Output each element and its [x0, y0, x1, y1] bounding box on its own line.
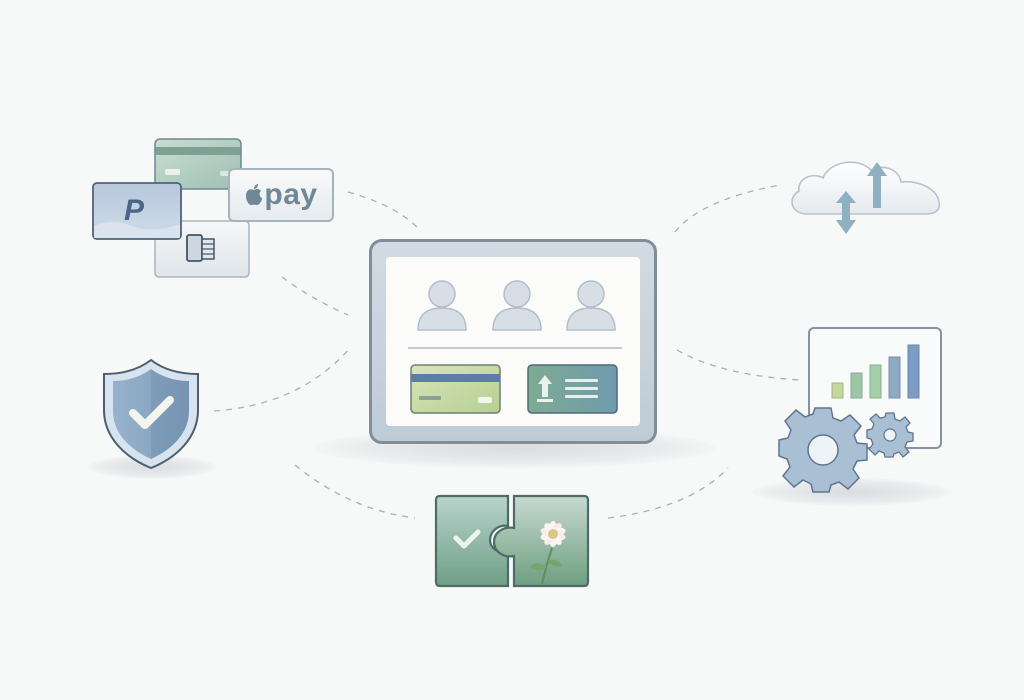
- apple-pay-label: pay: [264, 178, 318, 211]
- upload-list-panel-icon: [527, 364, 618, 414]
- connector-shield: [213, 347, 351, 412]
- paypal-card-icon: P: [92, 182, 182, 240]
- user-avatar-icon: [566, 280, 616, 331]
- apple-pay-card: pay: [228, 168, 334, 222]
- connector-payment: [347, 191, 419, 229]
- connector-puzzle-left: [294, 464, 416, 519]
- connector-analytics: [676, 349, 801, 381]
- checkmark-icon: [453, 529, 481, 549]
- cloud-sync-icon: [791, 161, 941, 234]
- screen-divider: [408, 347, 622, 349]
- security-shield-icon: [103, 358, 199, 470]
- checkmark-icon: [129, 396, 174, 429]
- credit-card-icon: [154, 138, 242, 190]
- user-avatar-icon: [417, 280, 467, 331]
- tablet-dashboard: [369, 239, 657, 444]
- integration-puzzle-icon: [434, 494, 590, 588]
- flower-icon: [530, 521, 566, 585]
- puzzle-piece-right: [492, 494, 590, 588]
- apple-logo-icon: [246, 184, 263, 206]
- paypal-letter: P: [124, 194, 145, 227]
- payment-methods-cluster: P pay: [90, 136, 340, 281]
- bar-chart-icon: [831, 344, 920, 399]
- small-gear-icon: [866, 412, 914, 458]
- connector-cloud: [674, 184, 781, 233]
- connector-payment-2: [281, 276, 349, 316]
- connector-puzzle-right: [607, 467, 729, 519]
- upload-arrow-icon: [867, 162, 887, 208]
- credit-card-icon: [410, 364, 501, 414]
- sync-arrow-icon: [836, 191, 856, 234]
- large-gear-icon: [778, 407, 868, 493]
- tablet-screen: [386, 257, 640, 426]
- user-avatar-icon: [492, 280, 542, 331]
